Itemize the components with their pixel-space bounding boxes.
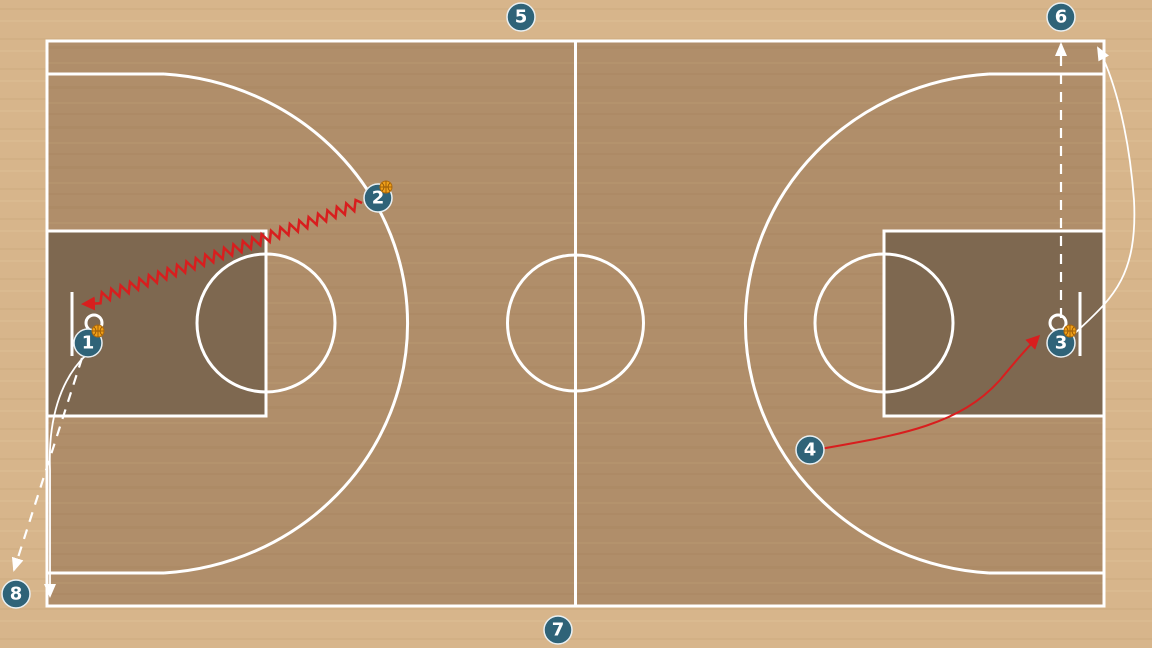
pass-line-1-to-8: [11, 357, 84, 572]
player-4-label: 4: [804, 440, 817, 461]
basketball-icon: [1063, 324, 1077, 338]
basketball-icon: [91, 324, 105, 338]
player-7-label: 7: [552, 620, 565, 641]
right-paint: [884, 231, 1104, 416]
player-5-label: 5: [515, 7, 528, 28]
cut-path-3-to-6: [1071, 46, 1136, 337]
player-4[interactable]: 4: [795, 435, 825, 465]
left-paint: [47, 231, 266, 416]
player-7[interactable]: 7: [543, 615, 573, 645]
player-2-label: 2: [372, 188, 385, 209]
basketball-icon: [379, 180, 393, 194]
player-5[interactable]: 5: [506, 2, 536, 32]
player-1-label: 1: [82, 333, 95, 354]
player-6[interactable]: 6: [1046, 2, 1076, 32]
player-6-label: 6: [1055, 7, 1068, 28]
dribble-arrow-2-to-1: [81, 198, 363, 311]
player-8-label: 8: [10, 584, 23, 605]
court-lines: [45, 39, 1106, 608]
cut-path-4-to-3: [819, 334, 1041, 450]
player-3-label: 3: [1055, 333, 1068, 354]
player-8[interactable]: 8: [1, 579, 31, 609]
cut-path-1-to-8: [44, 354, 87, 598]
